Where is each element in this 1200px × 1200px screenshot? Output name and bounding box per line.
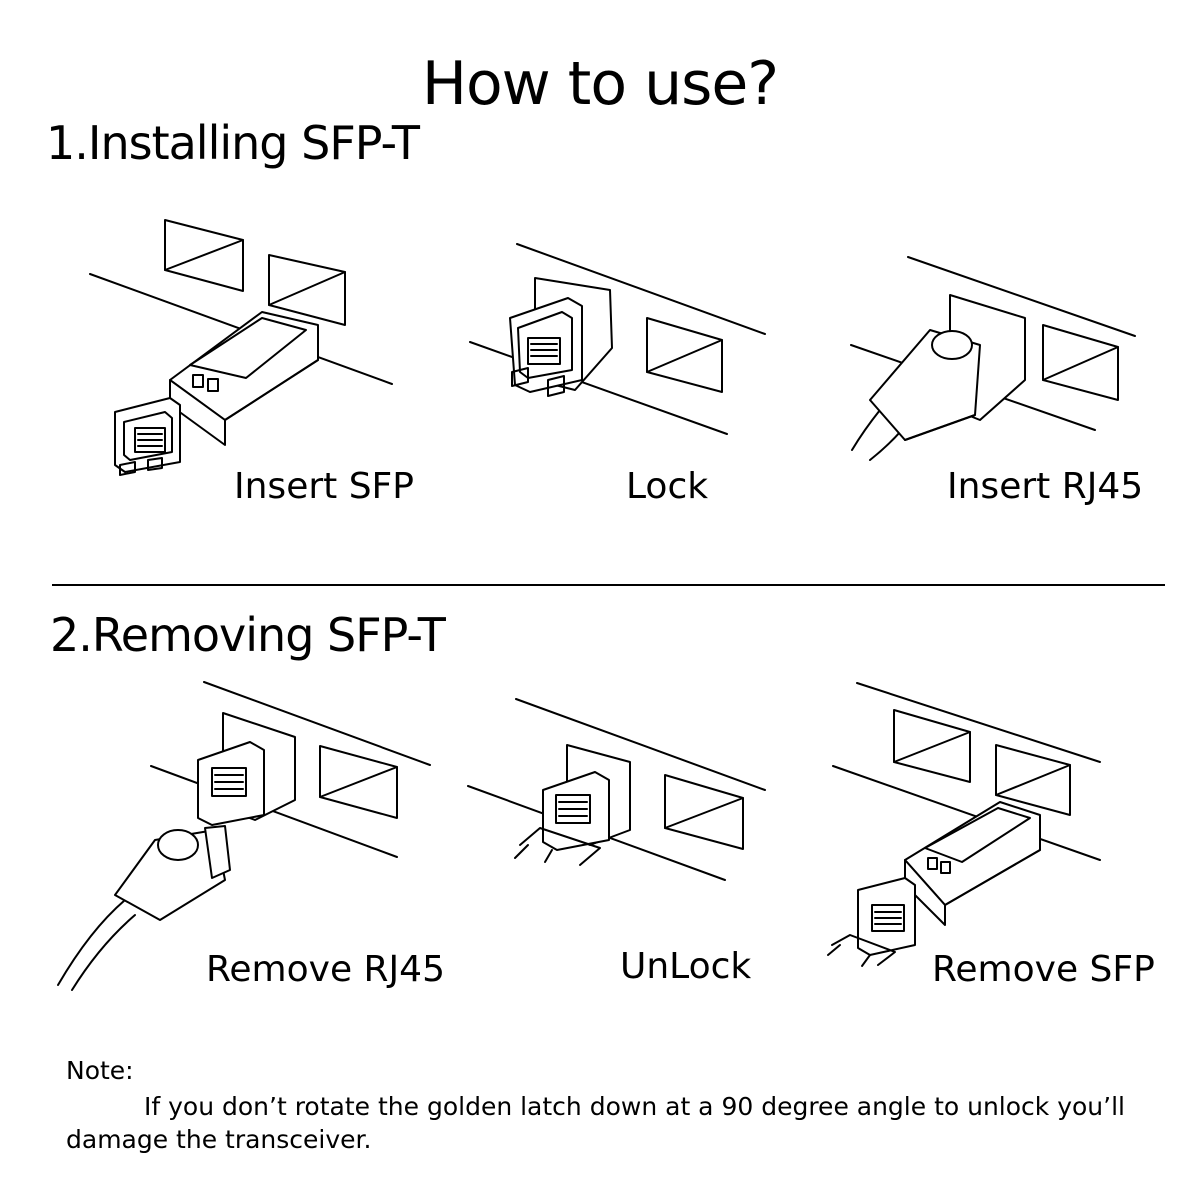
removing-heading: 2.Removing SFP-T [50,608,446,662]
step-insert-sfp-label: Insert SFP [234,466,414,507]
section-divider [52,584,1165,586]
remove-sfp-illustration [827,682,1101,967]
step-insert-rj45-label: Insert RJ45 [947,466,1144,507]
step-unlock-label: UnLock [620,946,752,987]
insert-rj45-illustration [850,256,1136,461]
note-text: If you don’t rotate the golden latch dow… [66,1092,1125,1154]
remove-rj45-illustration [57,681,431,991]
lock-illustration [469,243,766,435]
unlock-illustration [467,698,766,881]
insert-sfp-illustration [89,219,393,476]
note-label: Note: [66,1056,134,1085]
step-lock-label: Lock [626,466,709,507]
step-remove-rj45-label: Remove RJ45 [206,949,445,990]
step-remove-sfp-label: Remove SFP [932,949,1155,990]
page-title: How to use? [421,49,779,119]
installing-heading: 1.Installing SFP-T [46,116,420,170]
